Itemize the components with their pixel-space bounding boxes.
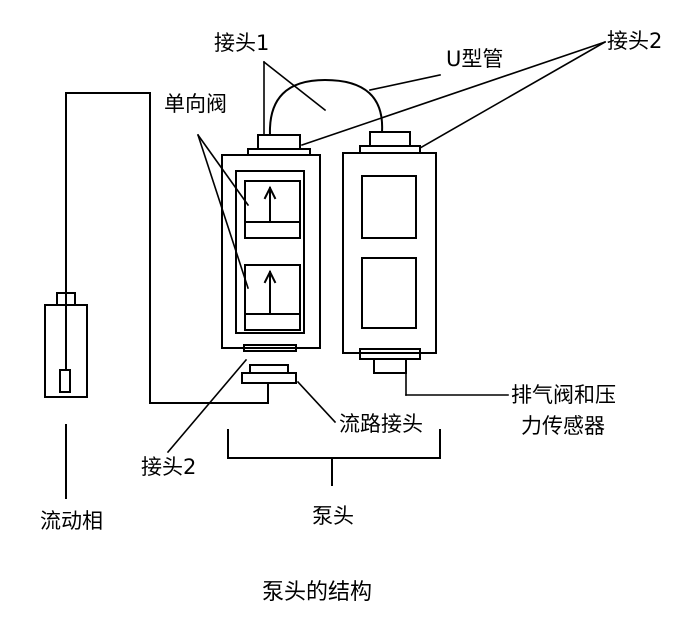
mobile-phase-label: 流动相 bbox=[40, 509, 103, 533]
joint2-bottom-label: 接头2 bbox=[141, 455, 197, 479]
joint2-top-label: 接头2 bbox=[607, 29, 663, 53]
check-valve-lower bbox=[244, 264, 301, 331]
flow-joint-label: 流路接头 bbox=[339, 412, 423, 436]
check-valve-label: 单向阀 bbox=[164, 92, 227, 116]
joint1-label: 接头1 bbox=[214, 31, 270, 55]
u-tube-label: U型管 bbox=[446, 47, 504, 71]
inlet-tubing bbox=[65, 92, 269, 404]
check-valve-upper bbox=[244, 180, 301, 239]
pump-head-label: 泵头 bbox=[312, 504, 354, 528]
exhaust-valve-label-line2: 力传感器 bbox=[521, 414, 605, 438]
exhaust-valve-label-line1: 排气阀和压 bbox=[511, 383, 616, 407]
pump-head-bracket bbox=[227, 429, 441, 459]
left-pump-chamber bbox=[221, 134, 321, 352]
leader-lines bbox=[166, 40, 607, 454]
right-chamber bbox=[342, 131, 437, 374]
u-tube bbox=[268, 78, 384, 137]
diagram-caption: 泵头的结构 bbox=[262, 580, 373, 605]
flow-joint bbox=[241, 364, 297, 384]
